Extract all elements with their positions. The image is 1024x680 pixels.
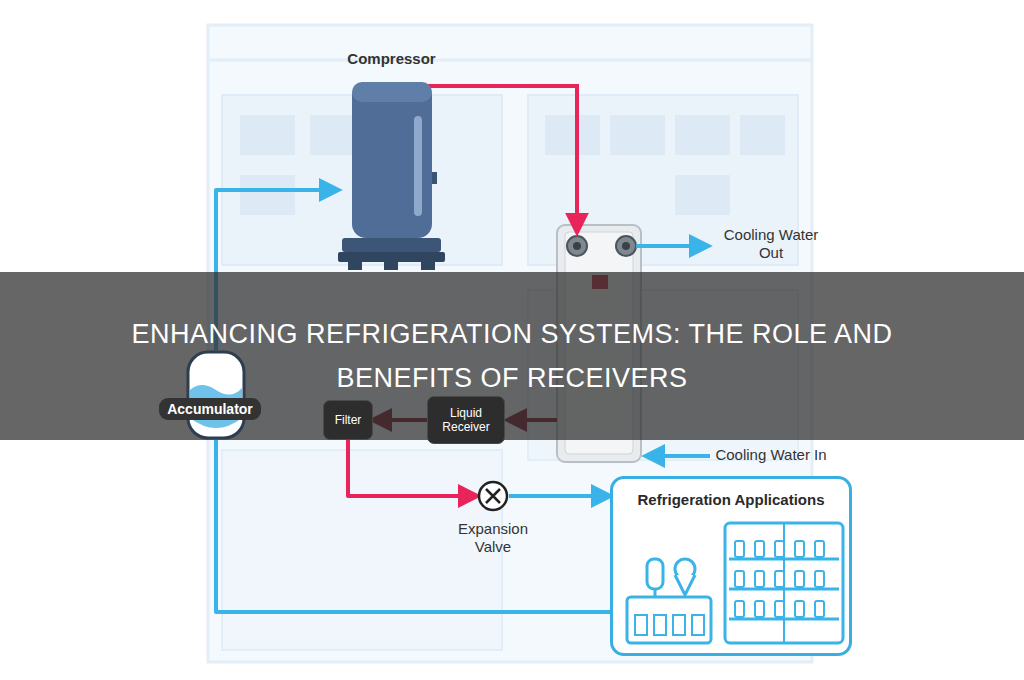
expansion-valve: Expansion Valve	[477, 480, 509, 512]
title: ENHANCING REFRIGERATION SYSTEMS: THE ROL…	[62, 312, 962, 400]
compressor-symbol	[338, 82, 445, 270]
water-in-line	[646, 454, 710, 458]
expansion-valve-symbol	[477, 480, 509, 512]
accumulator: Accumulator	[186, 350, 246, 440]
water-out-line	[636, 244, 708, 248]
title-overlay	[0, 272, 1024, 440]
component-label: Accumulator	[159, 398, 261, 420]
component-label: Liquid Receiver	[433, 406, 499, 434]
flow-connector	[348, 440, 477, 496]
component-label: Expansion Valve	[443, 520, 543, 556]
application-panel: Refrigeration Applications	[610, 476, 852, 656]
accumulator-tank	[186, 350, 246, 440]
panel-heading: Refrigeration Applications	[613, 479, 849, 508]
component-label: Filter	[335, 413, 362, 427]
component-box: Filter	[323, 400, 373, 440]
flow-connector	[509, 494, 610, 498]
component-label: Compressor	[308, 50, 475, 68]
flow-label: Cooling Water Out	[712, 226, 830, 262]
component-box: Liquid Receiver	[427, 396, 505, 444]
compressor: Compressor	[338, 82, 445, 270]
flow-connector	[216, 440, 610, 612]
flow-label: Cooling Water In	[712, 446, 830, 464]
